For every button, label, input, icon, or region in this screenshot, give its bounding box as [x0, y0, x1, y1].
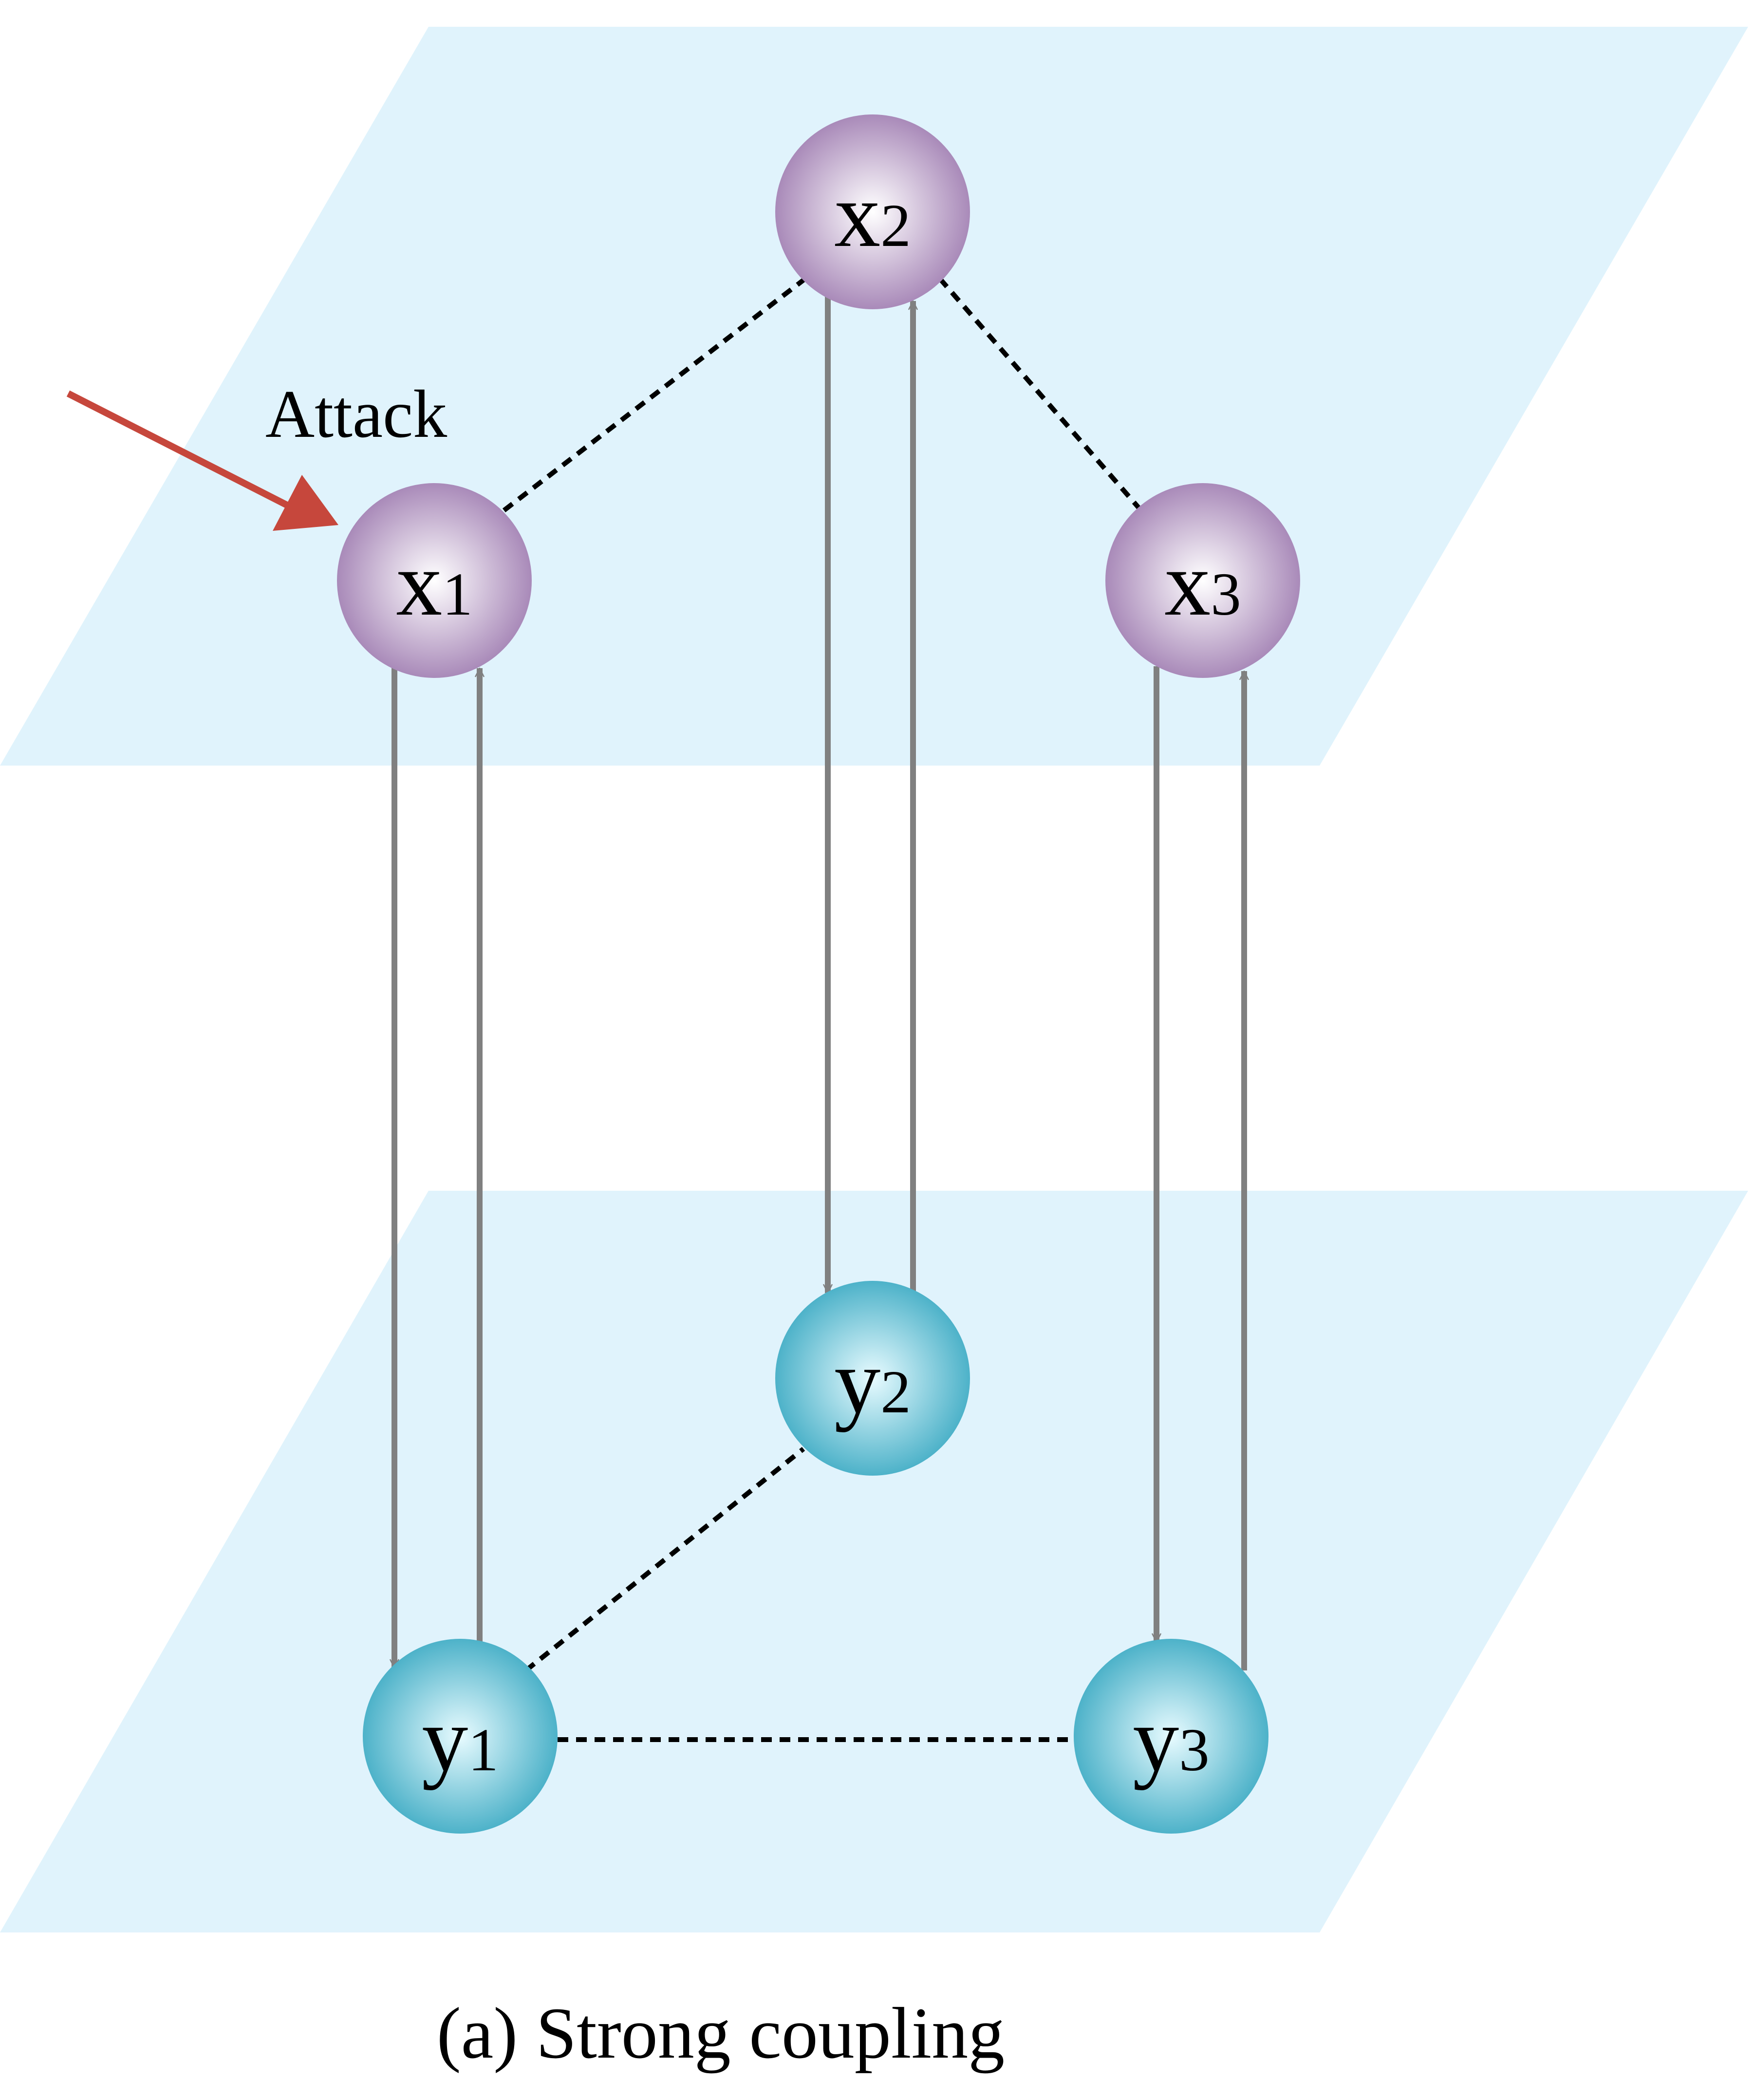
node-y2-letter: y	[834, 1331, 880, 1433]
node-x1-letter: x	[396, 533, 442, 635]
node-x2: x2	[775, 114, 970, 309]
node-y3-letter: y	[1133, 1688, 1179, 1791]
node-y1: y1	[363, 1639, 558, 1834]
svg-text:x1: x1	[396, 533, 473, 635]
node-y3-circle	[1074, 1639, 1268, 1834]
node-y2: y2	[775, 1281, 970, 1476]
node-x2-letter: x	[834, 164, 880, 266]
node-y1-index: 1	[468, 1717, 499, 1784]
node-y3: y3	[1074, 1639, 1268, 1834]
node-x3-circle	[1105, 483, 1300, 678]
node-x3-index: 3	[1211, 561, 1241, 628]
node-x2-circle	[775, 114, 970, 309]
attack-arrow	[66, 390, 338, 531]
node-x2-index: 2	[880, 192, 911, 260]
attack-label: Attack	[265, 376, 447, 452]
intra-layer-edges	[502, 277, 1140, 1742]
svg-text:y2: y2	[834, 1331, 911, 1433]
node-x1-index: 1	[442, 561, 473, 628]
svg-text:x2: x2	[834, 164, 911, 266]
figure-caption: (a) Strong coupling	[437, 1993, 1005, 2074]
node-y2-index: 2	[880, 1359, 911, 1426]
svg-text:x3: x3	[1164, 533, 1241, 635]
node-x3: x3	[1105, 483, 1300, 678]
node-y1-circle	[363, 1639, 558, 1834]
node-y3-index: 3	[1179, 1717, 1210, 1784]
node-x1-circle	[337, 483, 532, 678]
node-x3-letter: x	[1164, 533, 1211, 635]
svg-text:y1: y1	[422, 1688, 499, 1791]
node-x1: x1	[337, 483, 532, 678]
svg-text:y3: y3	[1133, 1688, 1210, 1791]
edge-y1-y2	[524, 1447, 805, 1672]
node-y2-circle	[775, 1281, 970, 1476]
inter-layer-arrows	[394, 295, 1244, 1670]
node-y1-letter: y	[422, 1688, 468, 1791]
edge-x2-x3	[938, 277, 1140, 509]
edge-x1-x2	[502, 278, 805, 512]
